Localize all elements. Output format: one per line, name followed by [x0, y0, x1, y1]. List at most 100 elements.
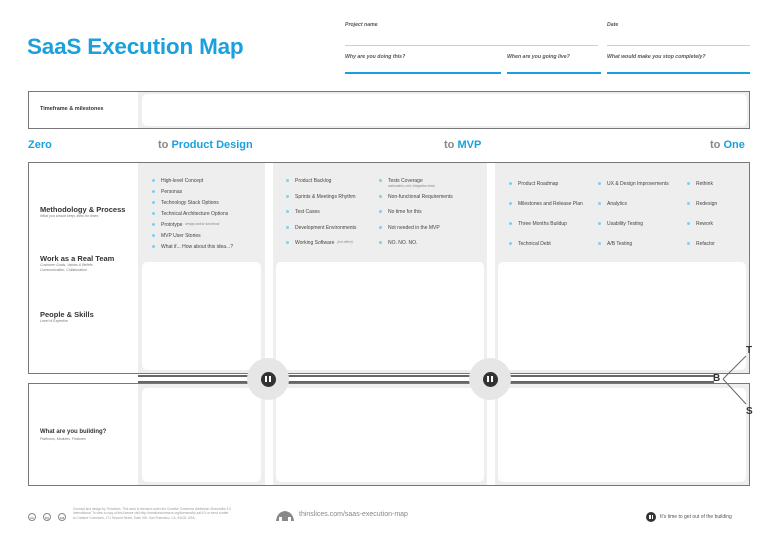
list-item: Rethink	[687, 181, 717, 201]
list-item: Usability Testing	[598, 221, 669, 241]
list-item: NO. NO. NO.	[379, 240, 453, 256]
column-separator	[265, 384, 273, 485]
product-design-card-building[interactable]	[142, 388, 261, 482]
why-label: Why are you doing this?	[345, 54, 406, 60]
stage-to-word: to	[444, 139, 455, 151]
one-card-lower[interactable]	[498, 262, 746, 370]
bullet-dot	[286, 241, 289, 244]
legend-pause-icon	[646, 512, 656, 522]
thinslices-logo-icon	[276, 511, 294, 521]
bullet-dot	[509, 222, 512, 225]
bullet-dot	[286, 194, 289, 198]
list-item: What if... How about this idea...?	[152, 244, 233, 255]
list-item: High-level Concept	[152, 178, 233, 189]
list-item: Not needed in the MVP	[379, 225, 453, 241]
why-field[interactable]	[345, 72, 501, 74]
track-line-bottom	[138, 381, 714, 383]
stage-one-label: One	[723, 139, 745, 151]
bullet-dot	[152, 234, 155, 237]
mvp-card-lower[interactable]	[276, 262, 484, 370]
building-subtitle: Platforms, Modules, Features	[40, 437, 86, 441]
list-item: Redesign	[687, 201, 717, 221]
license-text: Concept and design by Thinslices. This w…	[73, 507, 232, 520]
product-design-card-lower[interactable]	[142, 262, 261, 370]
list-item: Technical Architecture Options	[152, 211, 233, 222]
stop-field[interactable]	[607, 72, 750, 74]
bullet-dot	[687, 242, 690, 245]
bullet-dot	[152, 201, 155, 204]
stage-mvp-label: MVP	[457, 139, 482, 151]
list-item: A/B Testing	[598, 241, 669, 261]
project-name-label: Project name	[345, 22, 378, 28]
when-label: When are you going live?	[507, 54, 570, 60]
bullet-dot	[152, 190, 155, 193]
list-item: No time for this	[379, 209, 453, 225]
page-title: SaaS Execution Map	[27, 34, 244, 59]
list-item: Test Cases	[286, 209, 356, 225]
bullet-dot	[152, 212, 155, 215]
bullet-dot	[286, 210, 289, 213]
column-separator	[265, 163, 273, 373]
list-item: Personas	[152, 189, 233, 200]
date-label: Date	[607, 22, 619, 28]
team-subtitle-1: Customer Goals, Values & Beliefs	[40, 263, 93, 267]
timeframe-input[interactable]	[142, 94, 747, 126]
bullet-dot	[687, 202, 690, 205]
bullet-dot	[379, 225, 382, 229]
bullet-dot	[687, 222, 690, 225]
sa-icon: sa	[58, 513, 66, 521]
cc-icon: cc	[28, 513, 36, 521]
stage-mvp: to MVP	[444, 139, 481, 151]
bullet-dot	[379, 179, 382, 182]
list-item: Development Environments	[286, 225, 356, 241]
bullet-dot	[598, 202, 601, 205]
mvp-list-left: Product Backlog Sprints & Meetings Rhyth…	[286, 178, 356, 256]
stage-one: to One	[710, 139, 745, 151]
letter-b: B	[713, 373, 721, 384]
pause-marker-mvp[interactable]	[469, 358, 511, 400]
list-item: Non-functional Requirements	[379, 194, 453, 210]
branch-lines-icon	[722, 355, 747, 405]
footer-url-link[interactable]: thinslices.com/saas-execution-map	[299, 511, 408, 518]
bullet-dot	[598, 182, 601, 185]
list-item: Technology Stack Options	[152, 200, 233, 211]
letter-t: T	[746, 345, 753, 356]
bullet-dot	[286, 225, 289, 229]
track-line-top	[138, 375, 714, 377]
one-list-col3: Rethink Redesign Rework Refactor	[687, 181, 717, 261]
stage-product-design-label: Product Design	[171, 139, 253, 151]
bullet-dot	[379, 241, 382, 244]
one-card-building[interactable]	[498, 388, 746, 482]
bullet-dot	[379, 194, 382, 198]
people-subtitle: Level of Expertise	[40, 319, 68, 323]
stage-product-design: to Product Design	[158, 139, 253, 151]
list-item: UX & Design Improvements	[598, 181, 669, 201]
bullet-dot	[379, 210, 382, 213]
date-field[interactable]	[607, 45, 750, 46]
mvp-card-building[interactable]	[276, 388, 484, 482]
bullet-dot	[152, 223, 155, 226]
bullet-dot	[509, 202, 512, 205]
stage-zero: Zero	[28, 139, 52, 151]
list-item: Working Software(not often!)	[286, 240, 356, 256]
project-name-field[interactable]	[345, 45, 598, 46]
list-item: Three Months Buildup	[509, 221, 583, 241]
list-item: Technical Debt	[509, 241, 583, 261]
methodology-subtitle: What you should keep, think for times	[40, 214, 99, 218]
bullet-dot	[152, 179, 155, 182]
column-separator	[487, 384, 495, 485]
timeframe-label: Timeframe & milestones	[40, 106, 104, 112]
pause-marker-design[interactable]	[247, 358, 289, 400]
bullet-dot	[509, 182, 512, 185]
bullet-dot	[286, 179, 289, 182]
list-item: Product Roadmap	[509, 181, 583, 201]
letter-s: S	[746, 406, 753, 417]
list-item: Analytics	[598, 201, 669, 221]
bullet-dot	[509, 242, 512, 245]
when-field[interactable]	[507, 72, 601, 74]
list-item: Sprints & Meetings Rhythm	[286, 194, 356, 210]
list-item: Refactor	[687, 241, 717, 261]
product-design-list: High-level Concept Personas Technology S…	[152, 178, 233, 255]
legend-text: It's time to get out of the building	[660, 514, 732, 520]
